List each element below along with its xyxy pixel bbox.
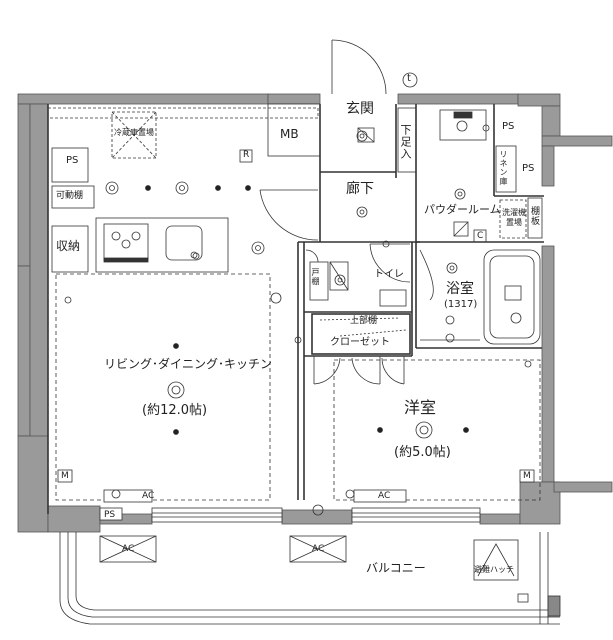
t-mark: t (407, 73, 411, 84)
tanaita-label: 棚板 (529, 206, 539, 226)
ps-label-right: PS (522, 163, 535, 174)
windows (103, 489, 481, 523)
ps-label-right-top: PS (502, 121, 515, 132)
lights (64, 124, 532, 516)
closet-label: クローゼット (330, 337, 390, 348)
todana-label: 戸棚 (311, 268, 320, 286)
shuno-label: 収納 (56, 239, 81, 253)
exterior-walls (17, 93, 613, 533)
boxed-marks (57, 72, 535, 521)
sentakuki-label: 洗濯機置場 (502, 208, 526, 227)
doors (259, 39, 411, 500)
c-mark: C (477, 231, 484, 241)
ldk-size-label: (約12.0帖) (142, 403, 208, 418)
genkan-label: 玄関 (346, 101, 374, 117)
toilet-label: トイレ (374, 269, 404, 280)
yoshitsu-size-label: (約5.0帖) (394, 445, 451, 460)
yoshitsu-label: 洋室 (404, 398, 437, 417)
reizoko-label: 冷蔵庫置場 (114, 128, 154, 137)
uwabudana-label: 上部棚 (350, 316, 378, 326)
kadodana-label: 可動棚 (56, 191, 84, 201)
hinan-label: 避難ハッチ (474, 565, 514, 574)
ac-outdoor-label-2: AC (312, 544, 325, 554)
ldk-label: リビング･ダイニング･キッチン (104, 357, 273, 371)
m-mark-right: M (523, 471, 531, 481)
balcony-label: バルコニー (366, 561, 426, 575)
r-mark: R (243, 150, 250, 160)
powder-room-label: パウダールーム (424, 203, 501, 216)
yokushitsu-label: 浴室 (446, 281, 474, 297)
rouka-label: 廊下 (346, 181, 374, 197)
shitabako-label: 下足入 (399, 124, 412, 160)
ac-outdoor-label-1: AC (122, 544, 135, 554)
ps-label-top-left: PS (66, 155, 79, 166)
balcony-outline (59, 532, 561, 625)
ac-label-ldk: AC (142, 491, 155, 501)
ps-label-bottom-left: PS (104, 510, 116, 520)
mb-label: MB (280, 127, 299, 141)
ac-label-room: AC (378, 491, 391, 501)
yokushitsu-size-label: (1317) (444, 299, 478, 310)
m-mark-left: M (61, 471, 69, 481)
linen-label: リネン庫 (499, 150, 508, 186)
fixtures (47, 107, 543, 501)
